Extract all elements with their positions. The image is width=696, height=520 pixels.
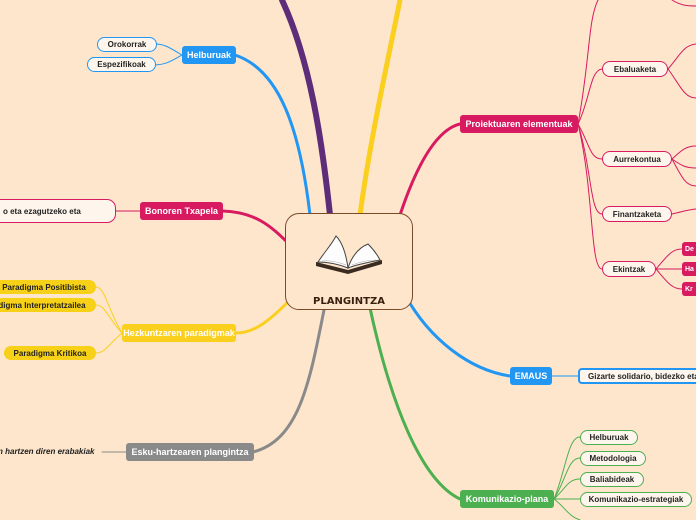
connector-komunikazio <box>368 306 462 501</box>
connector-aurrekontua <box>577 123 603 160</box>
connector-proiektua <box>398 122 462 217</box>
connector-top-sub <box>671 0 696 7</box>
subtopic-orokorrak[interactable]: Orokorrak <box>97 37 157 52</box>
connector-ebaluaketa <box>577 68 603 125</box>
subtopic-kom-metodologia[interactable]: Metodologia <box>580 451 646 466</box>
subtopic-kom-estrategiak[interactable]: Komunikazio-estrategiak <box>580 492 692 507</box>
subtopic-ekintzak[interactable]: Ekintzak <box>602 261 656 277</box>
connector-ebaluaketa-sub2 <box>667 68 696 99</box>
connector-ekintzak-kr <box>655 268 683 290</box>
subtopic-paradigma-interpretatzailea[interactable]: digma Interpretatzailea <box>0 298 96 312</box>
connector-orokorrak <box>154 43 183 56</box>
subtopic-ekintzak-kr[interactable]: Kr <box>682 282 696 296</box>
subtopic-bonoren-note[interactable]: o eta ezagutzeko eta <box>0 199 116 223</box>
topic-helburuak[interactable]: Helburuak <box>182 46 236 64</box>
subtopic-kom-helburuak[interactable]: Helburuak <box>580 430 638 445</box>
connector-hezkuntza <box>234 298 292 335</box>
connector-emaus <box>403 293 512 378</box>
connector-ekintzak-de <box>655 248 683 270</box>
connector-espezifikoak <box>151 54 183 66</box>
subtopic-esku-note[interactable]: n hartzen diren erabakiak <box>0 447 95 456</box>
topic-bonoren-txapela[interactable]: Bonoren Txapela <box>140 202 223 220</box>
connector-kom-bottom <box>553 498 581 520</box>
subtopic-finantzaketa[interactable]: Finantzaketa <box>602 206 672 222</box>
subtopic-emaus-description[interactable]: Gizarte solidario, bidezko eta <box>578 368 696 384</box>
connector-positibista <box>95 286 123 334</box>
subtopic-kom-baliabideak[interactable]: Baliabideak <box>580 472 644 487</box>
connector-yellow-top <box>357 0 403 218</box>
connector-helburuak <box>233 53 312 217</box>
connector-esku <box>251 303 327 454</box>
connector-kom-baliabideak <box>553 478 581 500</box>
connector-purple-top <box>279 0 333 218</box>
connector-top-right <box>577 0 599 125</box>
topic-emaus[interactable]: EMAUS <box>510 367 552 385</box>
subtopic-espezifikoak[interactable]: Espezifikoak <box>87 57 156 72</box>
topic-proiektuaren-elementuak[interactable]: Proiektuaren elementuak <box>460 115 578 133</box>
connector-kritikoa <box>95 332 123 354</box>
connector-finantzaketa <box>577 123 603 215</box>
subtopic-paradigma-kritikoa[interactable]: Paradigma Kritikoa <box>4 346 96 360</box>
connector-ekintzak <box>577 123 603 270</box>
topic-esku-hartzearen-plangintza[interactable]: Esku-hartzearen plangintza <box>126 443 254 461</box>
connector-aurrekontua-sub1 <box>671 145 696 160</box>
subtopic-paradigma-positibista[interactable]: Paradigma Positibista <box>0 280 96 294</box>
connector-ebaluaketa-sub1 <box>667 43 696 70</box>
topic-komunikazio-plana[interactable]: Komunikazio-plana <box>460 490 554 508</box>
connector-kom-helburuak <box>553 436 581 500</box>
topic-hezkuntzaren-paradigmak[interactable]: Hezkuntzaren paradigmak <box>122 324 236 342</box>
central-topic-title: PLANGINTZA <box>313 296 385 307</box>
connector-finantzaketa-sub <box>671 208 696 215</box>
subtopic-aurrekontua[interactable]: Aurrekontua <box>602 151 672 167</box>
connector-interpretatzailea <box>95 304 123 334</box>
connector-aurrekontua-sub2 <box>671 158 696 169</box>
connector-aurrekontua-sub3 <box>671 158 696 187</box>
central-topic[interactable]: PLANGINTZA <box>285 213 413 310</box>
connector-bonoren <box>220 209 292 247</box>
open-book-icon <box>316 235 382 274</box>
connector-kom-metodologia <box>553 457 581 500</box>
subtopic-ekintzak-de[interactable]: De <box>682 242 696 256</box>
subtopic-ebaluaketa[interactable]: Ebaluaketa <box>602 61 668 77</box>
subtopic-ekintzak-ha[interactable]: Ha <box>682 262 696 276</box>
